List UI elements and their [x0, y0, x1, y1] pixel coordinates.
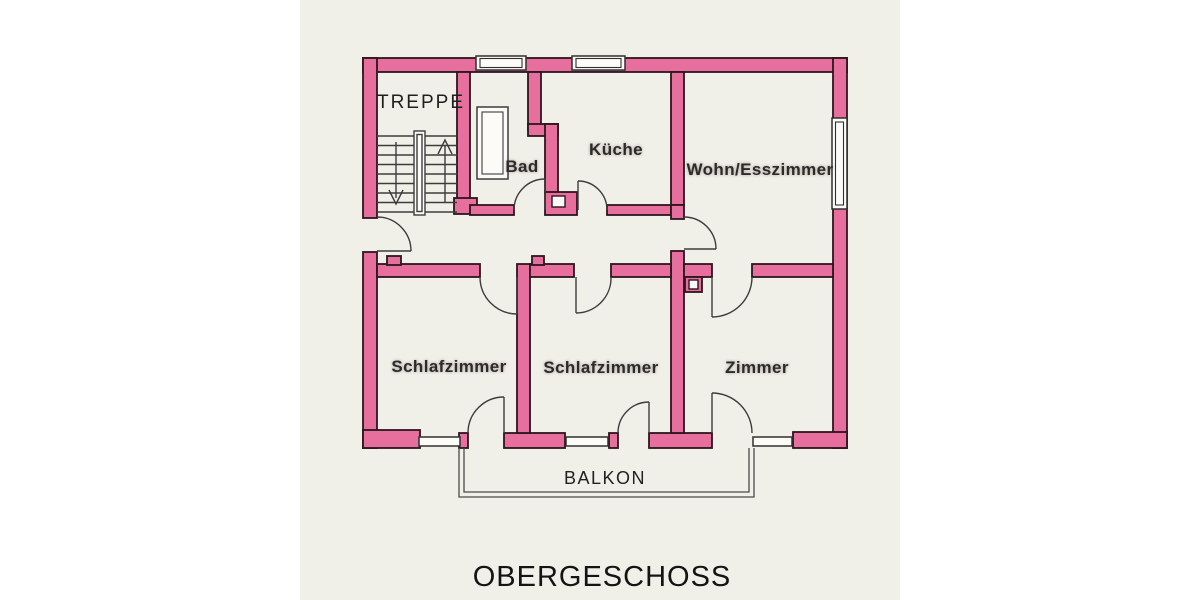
room-label-kueche: Küche — [589, 140, 643, 159]
wall-hall-bottom-b — [529, 263, 575, 278]
wall-hall-bottom-a — [376, 263, 481, 278]
wall-bad-lower — [544, 123, 559, 195]
bath-fixture — [476, 106, 509, 180]
wall-bottom-right-corner — [792, 431, 848, 449]
door-arc-entry — [376, 216, 412, 252]
wall-doorstop-a — [386, 255, 402, 266]
balcony-door-arc-zimmer — [711, 392, 753, 434]
door-arc-schlafzimmer-links — [479, 276, 518, 315]
page-title: OBERGESCHOSS — [473, 561, 732, 593]
wall-zimmer-top-a — [683, 263, 713, 278]
stairs-down-arrow-icon — [388, 189, 404, 206]
wall-bottom-tfoot-2 — [648, 432, 713, 449]
wall-hall-top-b — [606, 204, 672, 216]
room-label-zimmer: Zimmer — [725, 358, 789, 377]
wall-wohn-zimmer-left — [670, 250, 685, 434]
wall-bottom-left-corner — [362, 429, 421, 449]
shaft-hole-zimmer — [688, 279, 699, 290]
doors-group — [376, 178, 753, 434]
window-schlafzimmer-mitte — [565, 436, 609, 447]
room-label-schlafzimmer-links: Schlafzimmer — [391, 357, 506, 376]
door-arc-kueche — [577, 180, 608, 211]
wall-hall-top-a — [469, 204, 515, 216]
stairs-up-arrow-icon — [437, 138, 453, 155]
balcony-outline-group — [458, 448, 755, 498]
window-kueche — [571, 55, 626, 71]
door-arc-wohnzimmer — [683, 216, 717, 250]
balcony-door-arc-schlafzimmer-links — [467, 396, 505, 434]
room-label-bad: Bad — [505, 157, 538, 176]
wall-bottom-tfoot-1 — [503, 432, 566, 449]
window-bad — [475, 55, 527, 71]
stair-rail-outer — [413, 130, 426, 216]
wall-doorstop-b — [531, 255, 545, 266]
plan-paper — [300, 0, 900, 600]
door-arc-schlafzimmer-mitte — [575, 276, 612, 314]
wall-zimmer-top-b — [751, 263, 834, 278]
stairs-group — [377, 130, 457, 216]
window-wohnzimmer — [831, 117, 848, 210]
stair-rail-inner — [416, 133, 423, 213]
wall-wohn-stub — [670, 204, 685, 220]
bath-fixture-inner — [481, 111, 504, 175]
door-arc-zimmer — [711, 276, 753, 318]
walls-outline-group — [362, 57, 848, 449]
room-label-balkon: BALKON — [564, 468, 646, 488]
window-zimmer — [752, 436, 793, 447]
walls-group — [362, 57, 848, 449]
balcony-outline-inner — [463, 448, 750, 493]
wall-kueche-wohn — [670, 71, 685, 206]
window-bad-frame — [479, 57, 523, 69]
shaft-hole-bad — [551, 195, 566, 208]
room-label-wohn-esszimmer: Wohn/Esszimmer — [687, 160, 834, 179]
windows-group — [418, 55, 848, 447]
window-schlafzimmer-links — [418, 436, 461, 447]
wall-exterior-left-upper — [362, 57, 378, 219]
balcony-outline-outer — [458, 448, 755, 498]
wall-exterior-left-lower — [362, 251, 378, 449]
wall-hall-bottom-c — [610, 263, 672, 278]
wall-bad-upper — [527, 71, 542, 131]
room-label-schlafzimmer-mitte: Schlafzimmer — [543, 358, 658, 377]
wall-exterior-right — [832, 57, 848, 449]
window-wohnzimmer-frame — [834, 121, 845, 206]
balcony-door-arc-schlafzimmer-mitte — [617, 401, 650, 434]
window-kueche-frame — [575, 57, 622, 69]
room-label-treppe: TREPPE — [377, 92, 465, 113]
wall-schlafzimmer-partition — [516, 263, 531, 434]
door-arc-bad — [513, 178, 546, 211]
wall-bottom-post-2 — [608, 432, 619, 449]
